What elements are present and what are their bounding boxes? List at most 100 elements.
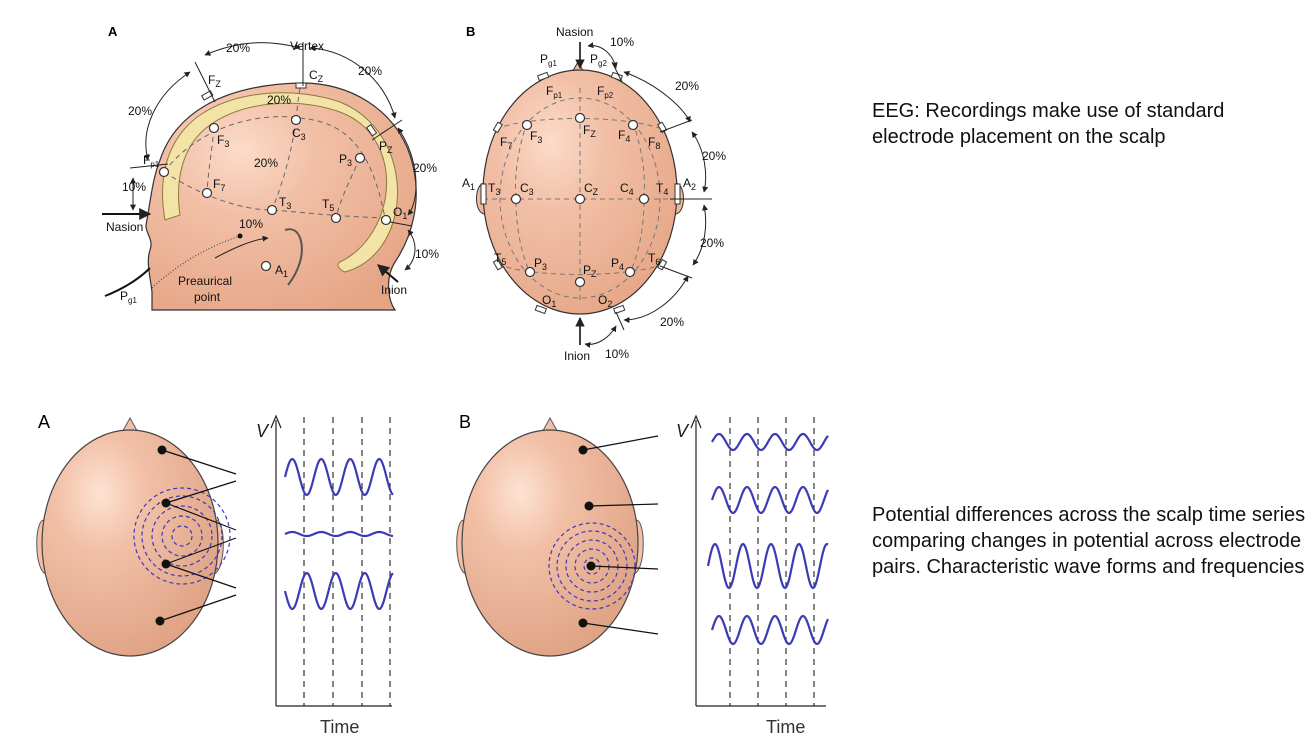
- top-electrodes: [510, 112, 650, 288]
- caption-potential-differences: Potential differences across the scalp t…: [872, 504, 1306, 578]
- y-axis-label-a: V: [256, 421, 270, 441]
- label-preauricular-2: point: [194, 290, 221, 304]
- trace-b-2: [710, 485, 829, 515]
- label-o1-top: O1: [542, 293, 556, 309]
- x-axis-label-b: Time: [766, 717, 805, 737]
- electrode-f3-side: [208, 122, 220, 134]
- ear-outline: [284, 228, 303, 286]
- bottom-a-leads: [159, 449, 237, 622]
- label-20pct-r1: 20%: [702, 149, 726, 163]
- bottom-b-head: [461, 429, 639, 657]
- label-inion-side: Inion: [381, 283, 407, 297]
- label-t5-top: T5: [494, 251, 506, 267]
- side-head-silhouette: [145, 82, 417, 311]
- label-pg1-top: Pg1: [540, 52, 557, 68]
- trace-a-3: [283, 571, 394, 611]
- label-cz-top: CZ: [584, 181, 599, 197]
- label-p3-side: P3: [339, 152, 352, 168]
- label-pg2-top: Pg2: [590, 52, 607, 68]
- panel-label-top-b: B: [466, 24, 475, 39]
- label-t6-top: T6: [648, 251, 660, 267]
- label-10pct-front: 10%: [122, 180, 146, 194]
- electrode-c3-side: [290, 114, 302, 126]
- label-preauricular-1: Preaurical: [178, 274, 232, 288]
- label-t3-top: T3: [488, 181, 500, 197]
- skull-bone: [162, 92, 399, 273]
- bottom-a-field-rings: [133, 487, 231, 585]
- side-arcs: [130, 42, 417, 271]
- label-vertex: Vertex: [290, 39, 324, 53]
- x-axis-label-a: Time: [320, 717, 359, 737]
- bottom-a-head: [41, 429, 219, 657]
- label-10pct-top: 10%: [610, 35, 634, 49]
- trace-b-1: [711, 432, 829, 452]
- label-o2-top: O2: [598, 293, 612, 309]
- label-fp1-side: Fp1: [143, 153, 160, 169]
- panel-label-bottom-a: A: [38, 412, 50, 432]
- label-p3-top: P3: [534, 256, 547, 272]
- electrode-f7-side: [201, 187, 213, 199]
- bottom-b-diagram: B: [456, 412, 659, 657]
- label-t3-side: T3: [279, 195, 291, 211]
- trace-a-1: [283, 457, 394, 497]
- label-c3-side: C3: [292, 126, 306, 142]
- label-c3-top: C3: [520, 181, 534, 197]
- label-fp2-top: Fp2: [597, 84, 614, 100]
- electrode-o1-side: [380, 214, 392, 226]
- label-fz-top: FZ: [583, 123, 596, 139]
- electrode-p3-side: [354, 152, 366, 164]
- label-f3-top: F3: [530, 129, 542, 145]
- electrode-fp1-side: [158, 166, 170, 178]
- side-electrodes: [158, 114, 392, 272]
- label-20pct-r2: 20%: [700, 236, 724, 250]
- label-pz-side: PZ: [379, 139, 393, 155]
- label-cz-side: CZ: [309, 68, 324, 84]
- caption-electrode-placement: EEG: Recordings make use of standard ele…: [872, 100, 1225, 148]
- chin-line: [104, 267, 151, 297]
- electrode-a1-side: [260, 260, 272, 272]
- label-a1-side: A1: [275, 263, 288, 279]
- label-20pct-back: 20%: [413, 161, 437, 175]
- label-f7-top: F7: [500, 135, 512, 151]
- electrode-t5-side: [330, 212, 342, 224]
- wave-plot-b: V Time: [676, 414, 830, 737]
- top-view-diagram: B: [462, 24, 726, 363]
- label-f3-side: F3: [217, 133, 229, 149]
- label-20pct-right: 20%: [358, 64, 382, 78]
- electrode-t3-side: [266, 204, 278, 216]
- label-a2-top: A2: [683, 176, 696, 192]
- label-10pct-back: 10%: [415, 247, 439, 261]
- bottom-a-diagram: A: [36, 412, 237, 657]
- label-20pct-left: 20%: [128, 104, 152, 118]
- label-p4-top: P4: [611, 256, 624, 272]
- panel-label-bottom-b: B: [459, 412, 471, 432]
- label-a1-top: A1: [462, 176, 475, 192]
- label-pz-top: PZ: [583, 263, 597, 279]
- side-view-diagram: A: [102, 24, 439, 311]
- wave-plot-a: V Time: [256, 414, 394, 737]
- top-arcs: [584, 42, 709, 348]
- label-20pct-center: 20%: [254, 156, 278, 170]
- label-o1-side: O1: [393, 205, 407, 221]
- label-20pct-top: 20%: [226, 41, 250, 55]
- label-f4-top: F4: [618, 128, 630, 144]
- label-fz-side: FZ: [208, 73, 221, 89]
- label-nasion-side: Nasion: [106, 220, 143, 234]
- panel-label-top-a: A: [108, 24, 118, 39]
- label-fp1-top: Fp1: [546, 84, 563, 100]
- label-inion-top: Inion: [564, 349, 590, 363]
- label-c4-top: C4: [620, 181, 634, 197]
- label-20pct-br: 20%: [660, 315, 684, 329]
- inion-arrow: [377, 264, 399, 283]
- trace-b-4: [710, 614, 830, 646]
- label-10pct-ear: 10%: [239, 217, 263, 231]
- label-10pct-bottom: 10%: [605, 347, 629, 361]
- label-nasion-top: Nasion: [556, 25, 593, 39]
- trace-b-3: [706, 542, 829, 590]
- trace-a-2: [284, 530, 394, 538]
- label-f8-top: F8: [648, 135, 660, 151]
- label-t5-side: T5: [322, 197, 334, 213]
- bottom-b-leads: [582, 435, 659, 635]
- y-axis-label-b: V: [676, 421, 690, 441]
